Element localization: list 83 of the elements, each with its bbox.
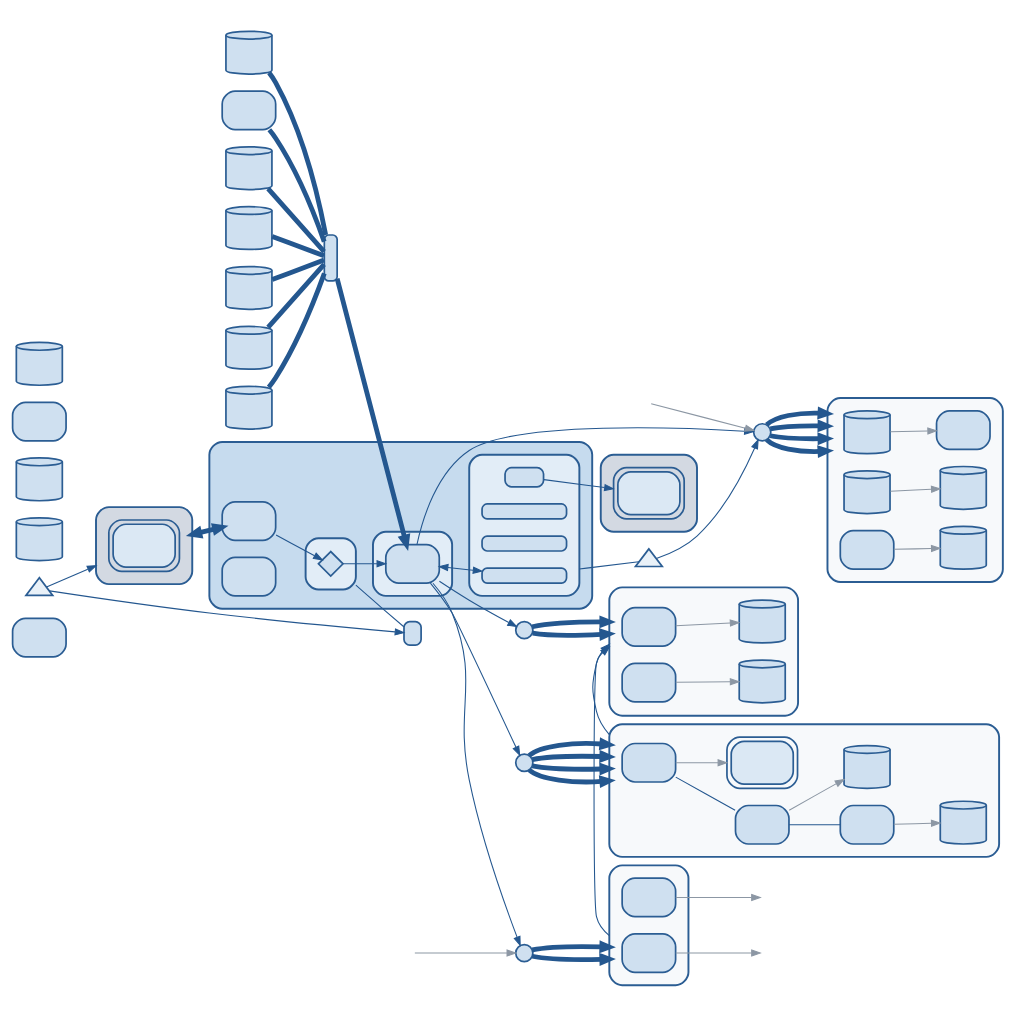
cluster <box>304 536 357 590</box>
node-triangle <box>24 575 55 596</box>
node-bar <box>481 566 568 584</box>
node-box <box>221 556 277 597</box>
arrow <box>769 431 835 445</box>
arrow <box>531 939 616 953</box>
arrow <box>675 618 741 627</box>
arrow <box>275 534 324 561</box>
arrow <box>46 564 98 587</box>
node-picture <box>726 735 799 789</box>
node-circle <box>514 620 534 640</box>
connector <box>267 70 329 235</box>
arrow <box>531 614 616 629</box>
arrow <box>655 438 759 559</box>
connector <box>271 233 325 258</box>
arrow <box>592 645 611 735</box>
arrow <box>527 767 616 788</box>
node-box <box>403 620 422 646</box>
node-box <box>621 606 677 647</box>
arrow <box>342 559 388 568</box>
node-triangle <box>633 546 664 567</box>
cluster <box>608 585 799 717</box>
arrow <box>889 485 942 493</box>
node-box <box>935 409 991 450</box>
node-box <box>11 401 67 442</box>
arrow <box>675 948 762 957</box>
node-bar <box>323 233 338 282</box>
node-circle <box>514 943 534 962</box>
node-box <box>734 804 790 845</box>
arrow <box>675 758 729 766</box>
node-box <box>621 661 677 703</box>
arrow <box>765 406 835 427</box>
node-bar <box>481 502 568 520</box>
arrow <box>531 749 616 763</box>
node-circle <box>752 422 772 442</box>
arrow <box>788 778 846 811</box>
node-box <box>839 804 895 845</box>
connector <box>266 186 326 253</box>
arrow <box>527 736 616 757</box>
connector <box>675 776 736 811</box>
connector <box>266 262 326 329</box>
node-box <box>621 876 677 918</box>
arrow <box>438 580 518 627</box>
cluster <box>608 722 1001 858</box>
node-picture <box>108 518 181 572</box>
arrow <box>675 677 741 685</box>
arrow <box>675 893 762 901</box>
arrow <box>532 627 616 641</box>
node-box <box>11 617 67 658</box>
node-box <box>384 543 441 584</box>
arrow <box>893 544 942 552</box>
arrow <box>414 948 518 957</box>
node-box <box>221 500 277 541</box>
arrow <box>893 819 942 827</box>
arrow <box>429 582 521 757</box>
node-diamond <box>317 549 345 577</box>
connector <box>271 257 325 282</box>
arrow <box>531 952 616 966</box>
connector <box>578 560 640 570</box>
node-picture <box>612 466 686 520</box>
cluster <box>826 396 1004 583</box>
cluster <box>468 453 581 597</box>
arrow <box>765 437 835 458</box>
connector <box>788 823 841 825</box>
node-box <box>504 466 545 488</box>
node-circle <box>514 752 534 772</box>
node-box <box>839 529 895 570</box>
arrow <box>49 589 406 636</box>
connector <box>355 584 405 627</box>
arrow <box>334 277 411 551</box>
arrow <box>432 582 521 947</box>
node-box <box>621 742 677 783</box>
arrow <box>531 762 616 776</box>
arrow <box>543 478 615 491</box>
arrow <box>889 426 939 435</box>
arrow <box>769 418 835 432</box>
node-bar <box>481 534 568 552</box>
arrow <box>437 563 484 574</box>
connector <box>266 272 327 389</box>
cluster <box>608 863 690 986</box>
node-box <box>621 932 677 973</box>
cluster <box>599 453 698 533</box>
node-box <box>221 89 277 130</box>
